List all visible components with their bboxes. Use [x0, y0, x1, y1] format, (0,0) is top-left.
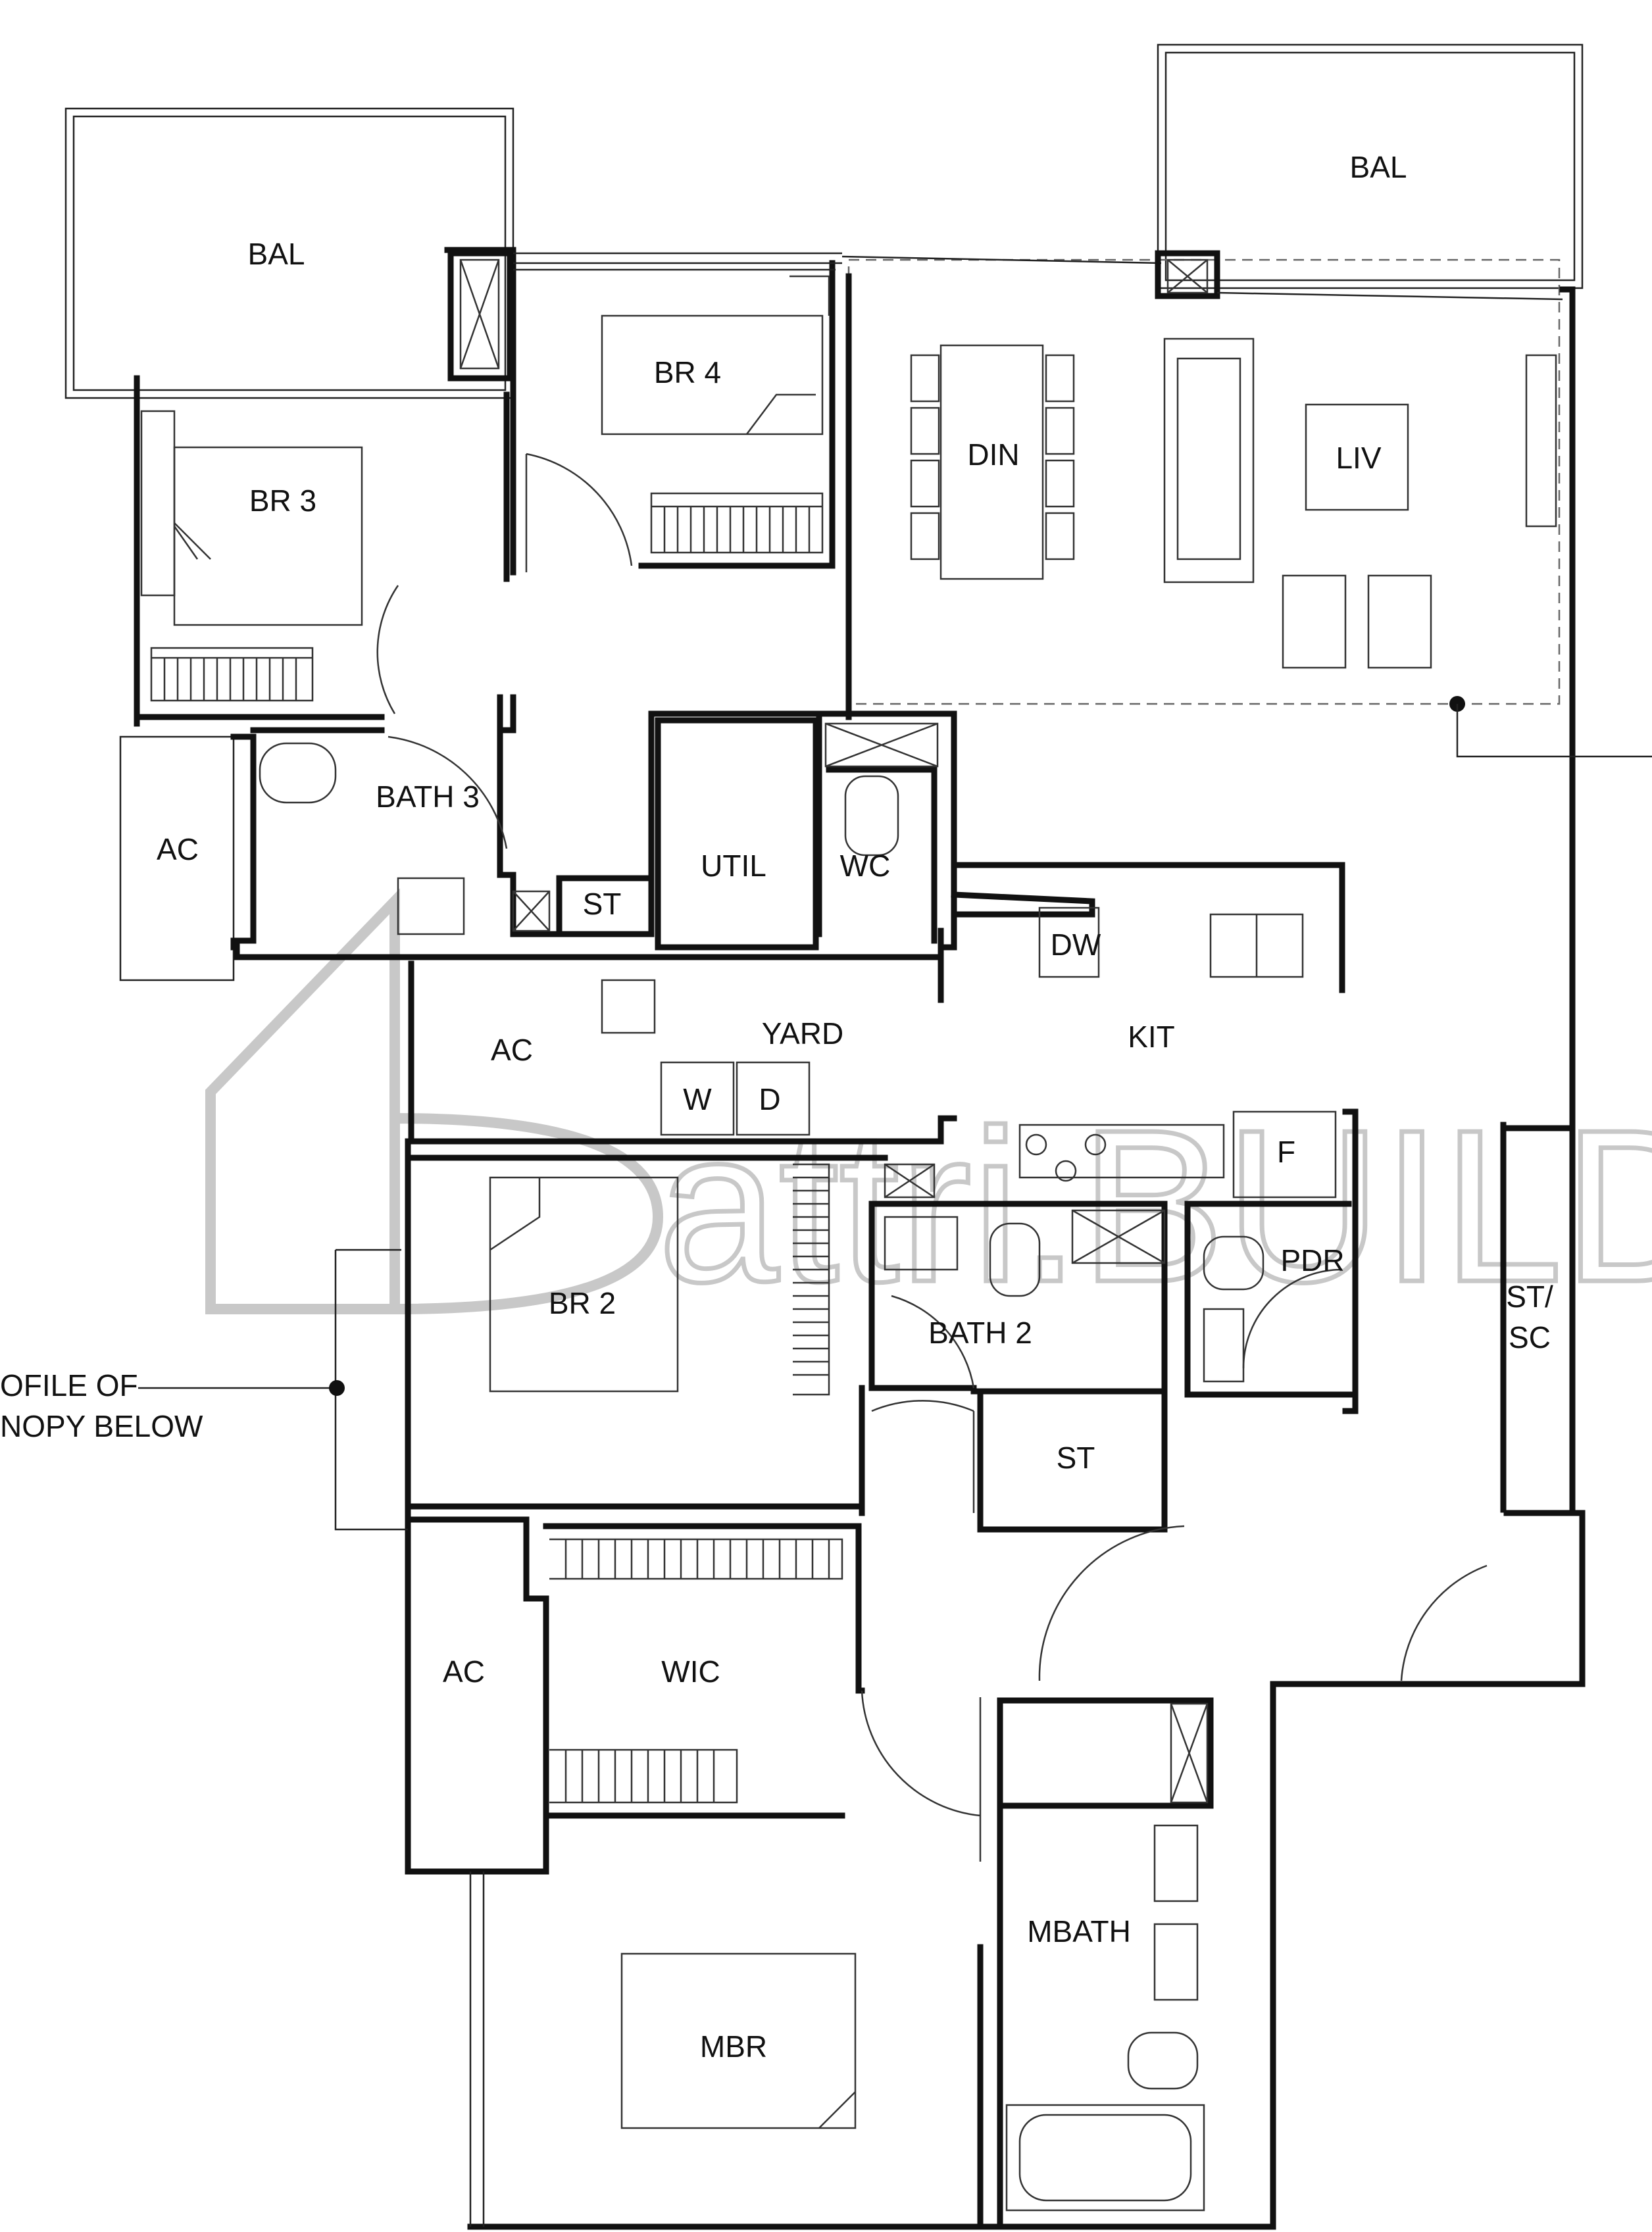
label-pdr: PDR [1280, 1243, 1344, 1277]
mbr-bed [620, 1952, 857, 2129]
tv-console [1525, 354, 1557, 528]
room-labels: BAL BAL BR 4 BR 3 DIN LIV BATH 3 AC UTIL… [0, 150, 1553, 2064]
label-bal-left: BAL [248, 237, 305, 271]
label-util: UTIL [701, 849, 766, 883]
label-st-lower: ST [1057, 1441, 1095, 1475]
label-br3: BR 3 [249, 484, 316, 518]
canopy-leader [138, 696, 1652, 1531]
label-st-upper: ST [583, 887, 622, 921]
pdr-toilet [1203, 1235, 1264, 1291]
walls [119, 247, 1586, 2230]
label-bal-right: BAL [1350, 150, 1407, 184]
dining-table [939, 344, 1044, 580]
label-liv: LIV [1336, 441, 1381, 475]
armchair-1 [1282, 574, 1347, 669]
annotation-line-2: NOPY BELOW [0, 1409, 203, 1443]
bath3-basin [397, 877, 465, 935]
br2-bed [489, 1176, 679, 1393]
label-fridge: F [1277, 1135, 1295, 1169]
label-st-sc-1: ST/ [1506, 1279, 1553, 1314]
fridge [1232, 1110, 1337, 1199]
washer [660, 1061, 735, 1136]
pdr-basin [1203, 1308, 1245, 1383]
doors [376, 453, 1488, 1862]
label-din: DIN [967, 437, 1019, 472]
label-ac-mid: AC [491, 1033, 533, 1067]
label-br2: BR 2 [549, 1286, 616, 1320]
bath2-toilet [989, 1222, 1041, 1297]
label-ac-top: AC [157, 832, 199, 866]
br4-bed [601, 314, 824, 435]
label-dryer: D [759, 1082, 780, 1116]
label-kit: KIT [1128, 1020, 1175, 1054]
label-bath3: BATH 3 [376, 780, 480, 814]
living-dining-zone [847, 259, 1561, 705]
balcony-right [1157, 43, 1584, 289]
coffee-table [1305, 403, 1409, 511]
sofa [1163, 337, 1255, 583]
br4-wardrobe [650, 492, 824, 554]
hob [1018, 1124, 1225, 1179]
label-yard: YARD [762, 1016, 843, 1051]
label-wic: WIC [661, 1654, 720, 1689]
annotation-line-1: OFILE OF [0, 1368, 138, 1402]
label-br4: BR 4 [654, 355, 721, 389]
bath2-basin [884, 1216, 959, 1271]
furniture [140, 275, 1557, 2212]
label-mbr: MBR [700, 2029, 767, 2064]
br3-wardrobe [150, 647, 314, 702]
mbath-toilet [1127, 2031, 1199, 2090]
label-wc: WC [840, 849, 891, 883]
dryer [736, 1061, 811, 1136]
br3-bed [173, 446, 363, 626]
mbath-vanity-2 [1153, 1923, 1199, 2001]
mbath-vanity-1 [1153, 1824, 1199, 1902]
mbath-bathtub [1005, 2104, 1205, 2212]
label-dw: DW [1051, 928, 1101, 962]
bath3-toilet [259, 742, 337, 804]
dishwasher [1038, 906, 1100, 978]
label-bath2: BATH 2 [928, 1316, 1032, 1350]
label-washer: W [683, 1082, 712, 1116]
watermark-logo: attri.BUILD [205, 888, 1652, 1329]
label-mbath: MBATH [1027, 1914, 1131, 1948]
shafts [459, 259, 1209, 1804]
label-ac-lower: AC [443, 1654, 485, 1689]
wc-toilet [844, 775, 899, 856]
label-st-sc-2: SC [1509, 1320, 1551, 1354]
armchair-2 [1367, 574, 1432, 669]
yard-sink [601, 979, 656, 1034]
